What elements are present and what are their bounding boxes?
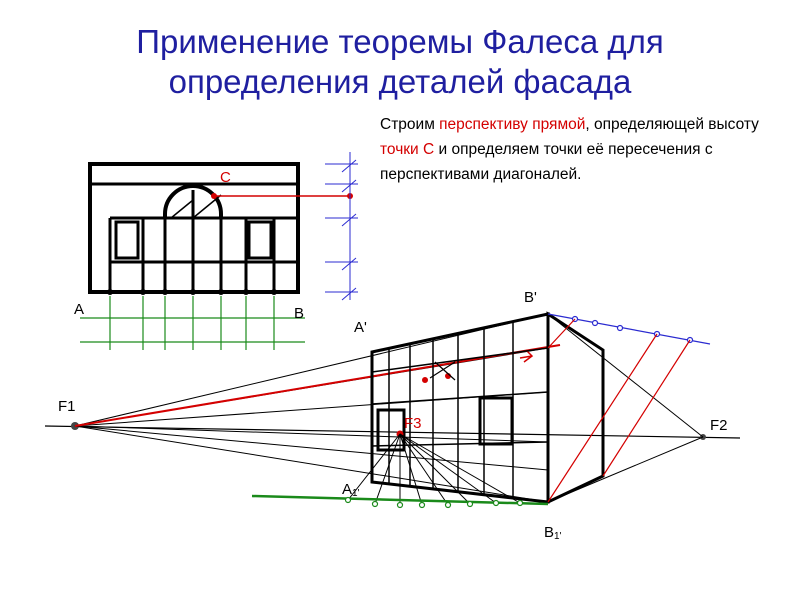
label-f3: F3 — [404, 415, 422, 432]
label-b: B — [294, 305, 304, 322]
title-line-1: Применение теоремы Фалеса для — [136, 23, 664, 60]
desc-part-3: , определяющей высоту — [585, 116, 759, 133]
slide-title: Применение теоремы Фалеса для определени… — [0, 22, 800, 102]
label-a1: A1' — [342, 481, 360, 499]
point-c — [211, 193, 217, 199]
desc-part-1: Строим — [380, 116, 440, 133]
title-line-2: определения деталей фасада — [168, 63, 632, 100]
label-b1: B1' — [544, 524, 562, 542]
desc-part-5: и определяем точки её пересечения с перс… — [380, 141, 713, 183]
label-f1: F1 — [58, 398, 76, 415]
desc-highlight-point: точки С — [380, 141, 435, 158]
horizon-line — [44, 425, 741, 439]
building-left-wall — [370, 312, 550, 504]
building-right-wall — [546, 311, 704, 505]
facade-arch — [163, 184, 223, 218]
desc-highlight-line: перспективу прямой — [439, 116, 586, 133]
label-a-prime: A' — [354, 319, 367, 336]
ground-grid-facade — [80, 296, 305, 350]
perspective-line-c — [74, 344, 561, 427]
height-scale — [325, 152, 358, 301]
label-c: C — [220, 169, 231, 186]
description-text: Строим перспективу прямой, определяющей … — [380, 112, 760, 187]
label-f2: F2 — [710, 417, 728, 434]
red-transfer-lines — [547, 318, 691, 503]
label-a: A — [74, 301, 84, 318]
label-b-prime: B' — [524, 289, 537, 306]
facade-elevation — [88, 162, 300, 295]
fan-from-f3 — [347, 433, 521, 506]
